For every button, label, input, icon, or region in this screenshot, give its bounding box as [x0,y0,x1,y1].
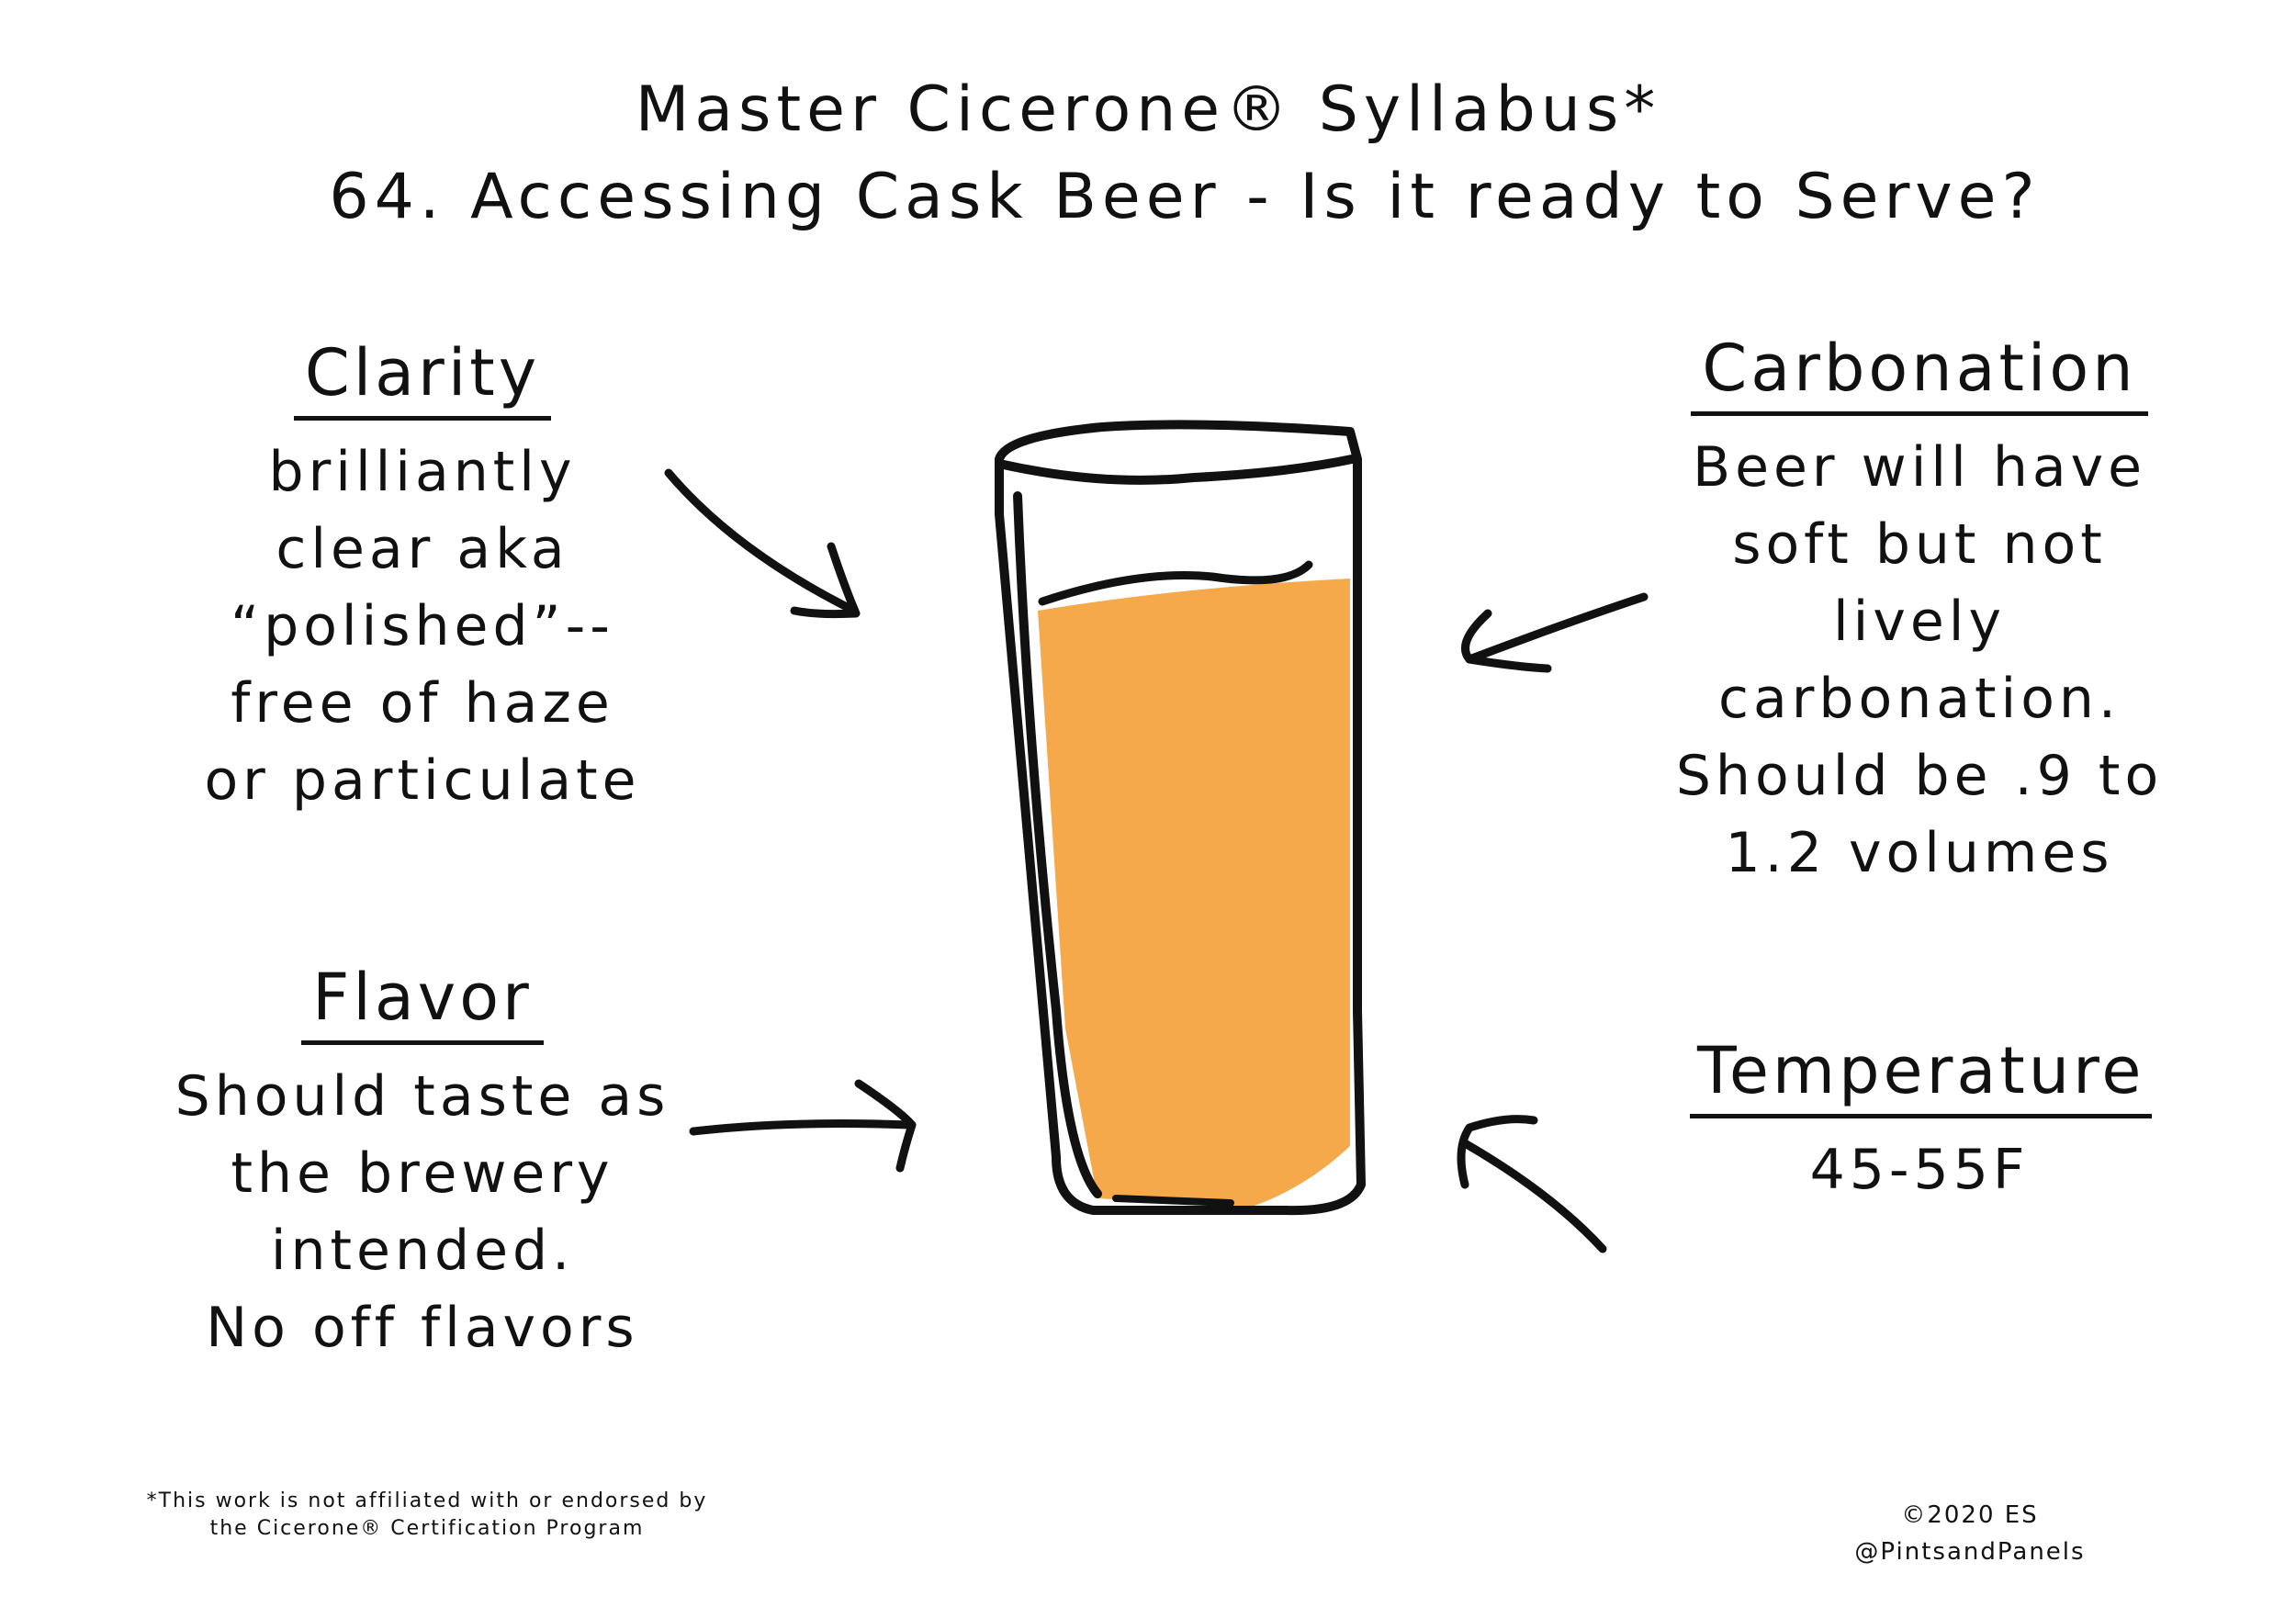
carbonation-section: Carbonation Beer will have soft but not … [1635,331,2204,892]
disclaimer-line: *This work is not affiliated with or end… [133,1488,721,1515]
clarity-line: or particulate [165,742,680,819]
author-handle: @PintsandPanels [1823,1534,2117,1570]
carbonation-text: Beer will have soft but not lively carbo… [1635,429,2204,892]
temperature-section: Temperature 45-55F [1690,1033,2149,1208]
carbonation-line: carbonation. [1635,660,2204,737]
flavor-arrow [693,1124,909,1131]
beer-fill [1038,579,1350,1208]
flavor-line: Should taste as [119,1058,726,1135]
beer-glass-icon [999,424,1361,1210]
flavor-line: the brewery [119,1135,726,1212]
clarity-arrow [669,473,854,611]
carbonation-line: 1.2 volumes [1635,815,2204,892]
clarity-line: “polished”-- [165,588,680,665]
carbonation-line: lively [1635,583,2204,660]
disclaimer-line: the Cicerone® Certification Program [133,1515,721,1543]
clarity-line: clear aka [165,511,680,588]
copyright-block: ©2020 ES @PintsandPanels [1823,1497,2117,1570]
flavor-text: Should taste as the brewery intended. No… [119,1058,726,1366]
carbonation-line: Should be .9 to [1635,737,2204,815]
clarity-line: free of haze [165,665,680,742]
disclaimer: *This work is not affiliated with or end… [133,1488,721,1543]
flavor-heading: Flavor [301,960,544,1045]
title-line-1: Master Cicerone® Syllabus* [0,73,2296,146]
title-line-2: 64. Accessing Cask Beer - Is it ready to… [37,161,2296,233]
carbonation-line: Beer will have [1635,429,2204,506]
carbonation-heading: Carbonation [1691,331,2147,416]
clarity-section: Clarity brilliantly clear aka “polished”… [165,335,680,819]
temperature-value: 45-55F [1690,1131,2149,1208]
flavor-line: intended. [119,1212,726,1289]
clarity-heading: Clarity [294,335,551,421]
flavor-line: No off flavors [119,1289,726,1366]
carbonation-line: soft but not [1635,506,2204,583]
copyright: ©2020 ES [1823,1497,2117,1534]
temperature-heading: Temperature [1690,1033,2152,1118]
glass-bottom [1116,1198,1231,1203]
flavor-section: Flavor Should taste as the brewery inten… [119,960,726,1366]
clarity-text: brilliantly clear aka “polished”-- free … [165,433,680,819]
carbonation-arrow [1469,597,1644,659]
temperature-arrow [1465,1143,1603,1249]
carbonation-arrowhead [1466,613,1548,669]
clarity-line: brilliantly [165,433,680,511]
glass-rim [999,459,1352,480]
